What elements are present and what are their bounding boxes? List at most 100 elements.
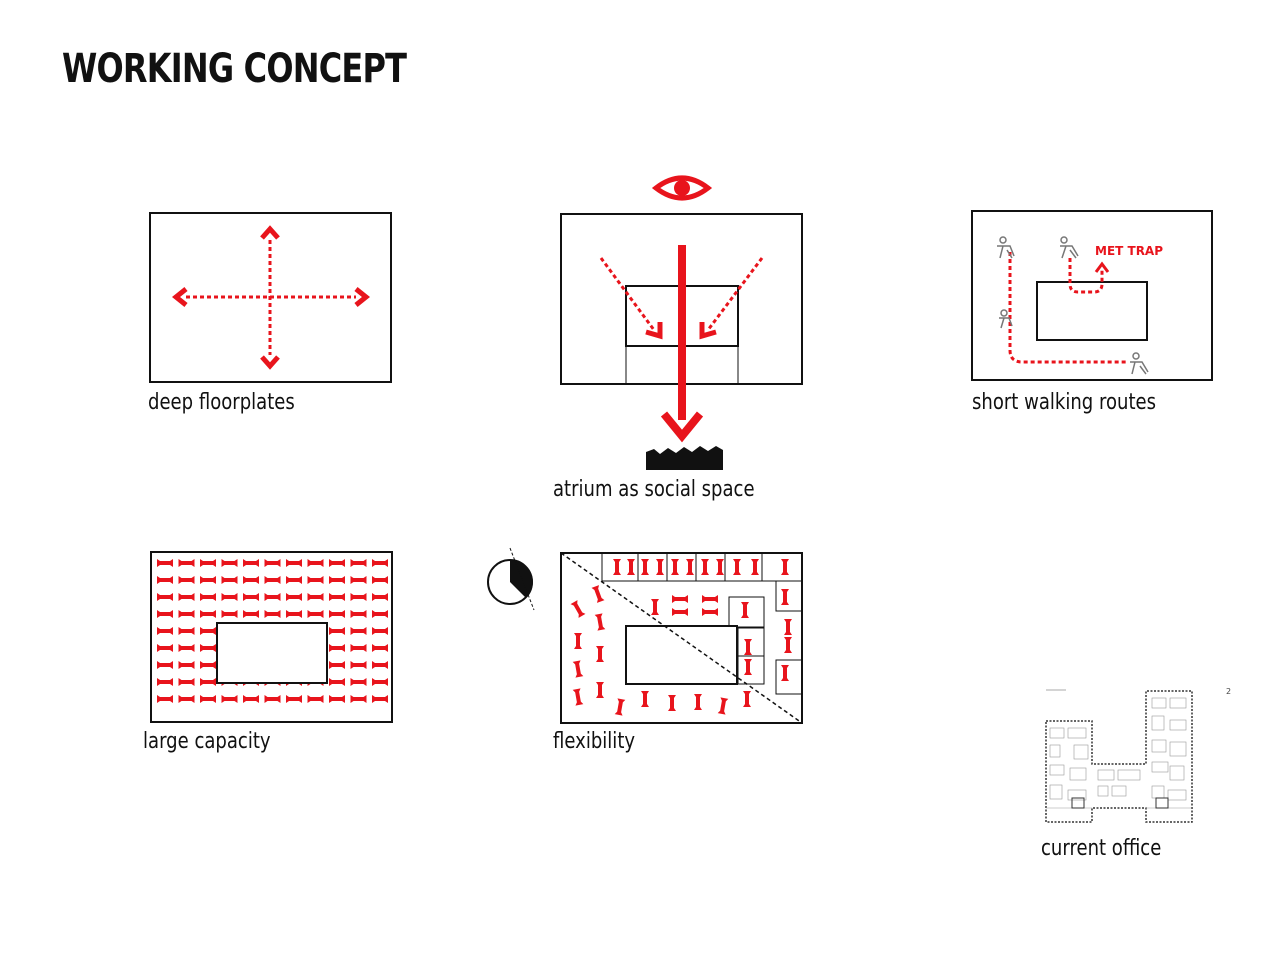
desk-icon: [157, 644, 173, 652]
desk-icon: [743, 691, 751, 707]
desk-icon: [744, 659, 752, 675]
desk-icon: [594, 613, 606, 631]
desk-icon: [591, 585, 605, 603]
desk-icon: [702, 595, 718, 603]
desk-icon: [221, 559, 238, 567]
desk-icon: [221, 695, 238, 703]
desk-icon: [286, 695, 302, 703]
desk-icon: [572, 688, 584, 706]
desk-icon: [686, 559, 694, 575]
desk-icon: [200, 695, 216, 703]
desk-icon: [574, 633, 582, 649]
desk-icon: [596, 646, 604, 662]
desk-icon: [372, 678, 388, 686]
caption-atrium: atrium as social space: [553, 477, 755, 502]
desk-icon: [307, 695, 324, 703]
panel-current-office: 2: [1045, 687, 1231, 823]
caption-walking-routes: short walking routes: [972, 390, 1157, 415]
sun-path-icon: [487, 547, 535, 611]
desk-icon: [286, 593, 302, 601]
desk-icon: [570, 600, 586, 618]
desk-icon: [243, 695, 259, 703]
desk-icon: [307, 610, 324, 618]
desk-icon: [221, 576, 238, 584]
desk-icon: [751, 559, 759, 575]
caption-flexibility: flexibility: [553, 729, 636, 754]
desk-icon: [781, 559, 789, 575]
desk-icon: [784, 637, 792, 653]
desk-icon: [243, 610, 259, 618]
city-skyline-icon: [646, 446, 723, 470]
desk-icon: [200, 678, 216, 686]
desk-icon: [733, 559, 741, 575]
desk-icon: [200, 576, 216, 584]
desk-icon: [694, 694, 702, 710]
desk-icon: [596, 682, 604, 698]
desk-icon: [613, 559, 621, 575]
desk-icon: [243, 576, 259, 584]
page-title: WORKING CONCEPT: [62, 46, 407, 92]
desk-icon: [200, 644, 216, 652]
desk-icon: [264, 576, 281, 584]
desk-icon: [264, 695, 281, 703]
panel-walking: MET TRAP: [971, 210, 1213, 381]
desk-icon: [668, 695, 676, 711]
desk-icon: [372, 644, 388, 652]
desk-icon: [178, 644, 195, 652]
desk-icon: [157, 559, 173, 567]
desk-icon: [178, 678, 195, 686]
desk-icon: [350, 695, 367, 703]
desk-icon: [243, 559, 259, 567]
desk-icon: [178, 610, 195, 618]
desk-icon: [329, 576, 345, 584]
desk-icon: [329, 661, 345, 669]
desk-icon: [702, 608, 718, 616]
desk-icon: [372, 627, 388, 635]
desk-icon: [329, 678, 345, 686]
desk-icon: [178, 576, 195, 584]
desk-icon: [286, 610, 302, 618]
desk-icon: [671, 559, 679, 575]
panel-flexibility: [487, 547, 803, 724]
desk-icon: [350, 661, 367, 669]
desk-icon: [178, 593, 195, 601]
panel-atrium: [560, 175, 803, 470]
desk-icon: [372, 610, 388, 618]
desk-icon: [200, 610, 216, 618]
desk-icon: [716, 559, 724, 575]
desk-icon: [307, 559, 324, 567]
desk-icon: [329, 695, 345, 703]
desk-icon: [372, 559, 388, 567]
arrow-down-icon: [260, 355, 280, 370]
desk-icon: [178, 559, 195, 567]
desk-icon: [286, 559, 302, 567]
desk-icon: [221, 610, 238, 618]
desk-icon: [329, 644, 345, 652]
desk-icon: [200, 661, 216, 669]
desk-icon: [157, 610, 173, 618]
desk-icon: [307, 576, 324, 584]
desk-icon: [178, 695, 195, 703]
desk-icon: [701, 559, 709, 575]
desk-icon: [372, 576, 388, 584]
desk-icon: [641, 691, 649, 707]
desk-icon: [307, 593, 324, 601]
desk-icon: [264, 593, 281, 601]
desk-icon: [656, 559, 664, 575]
desk-icon: [614, 698, 626, 716]
desk-icon: [200, 593, 216, 601]
desk-icon: [781, 665, 789, 681]
met-trap-label: MET TRAP: [1095, 244, 1163, 258]
desk-icon: [350, 593, 367, 601]
caption-deep-floorplates: deep floorplates: [148, 390, 295, 415]
person-icon: [997, 236, 1149, 375]
desk-icon: [372, 695, 388, 703]
arrow-up-icon: [260, 225, 280, 240]
desk-icon: [221, 593, 238, 601]
desk-icon: [672, 608, 688, 616]
desk-icon: [350, 678, 367, 686]
desk-icon: [350, 644, 367, 652]
desk-icon: [672, 595, 688, 603]
desk-icon: [200, 627, 216, 635]
